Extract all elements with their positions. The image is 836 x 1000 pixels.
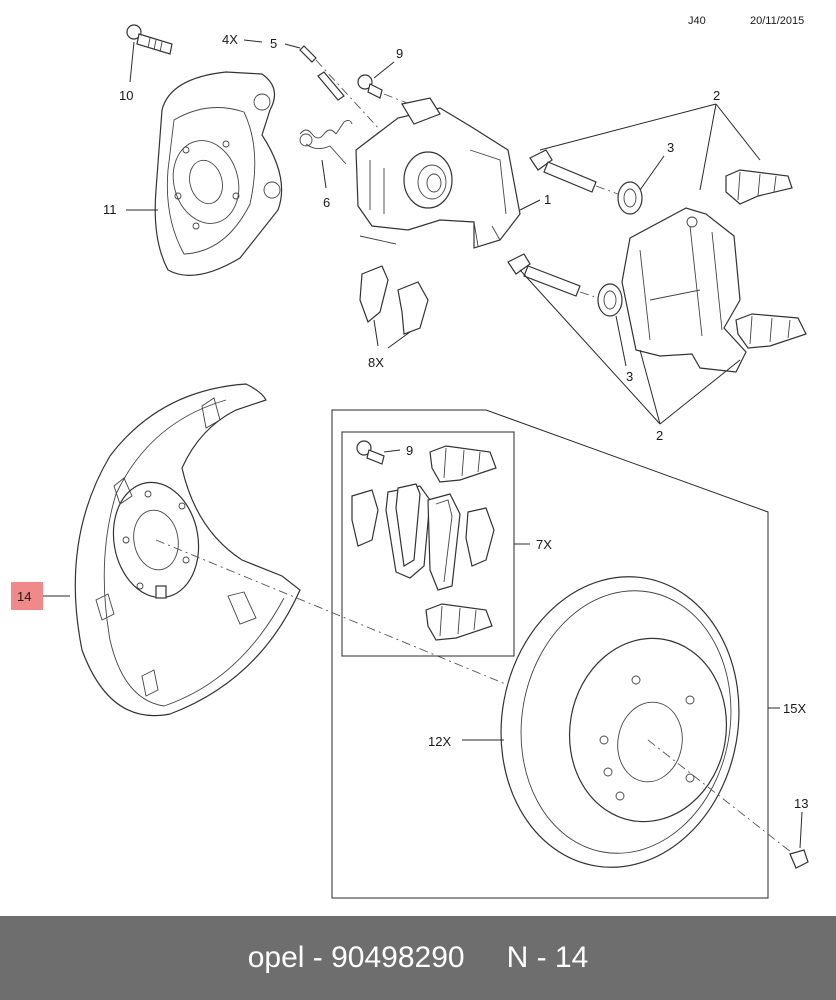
part-kit-clips-lower xyxy=(425,603,493,641)
part-guide-pin-upper xyxy=(529,149,597,193)
part-11-backing-plate xyxy=(154,71,283,276)
part-carrier-bracket xyxy=(621,207,747,373)
part-kit-brake-pads xyxy=(385,483,461,591)
callout-3-bottom: 3 xyxy=(626,369,633,384)
diagram-code: J40 xyxy=(688,15,706,27)
callout-4x: 4X xyxy=(222,32,238,47)
part-14-dust-shield xyxy=(74,383,301,717)
diagram-date: 20/11/2015 xyxy=(750,15,804,27)
part-2-pad-clips-upper xyxy=(725,169,793,205)
part-12x-brake-disc xyxy=(500,576,740,868)
part-guide-pin-lower xyxy=(507,253,581,297)
part-1-caliper xyxy=(355,97,521,249)
callout-10: 10 xyxy=(119,88,133,103)
callout-8x: 8X xyxy=(368,355,384,370)
part-kit-anti-rattle-clips xyxy=(351,489,495,567)
callout-1: 1 xyxy=(544,192,551,207)
part-10-bolt xyxy=(126,24,173,55)
callout-14-highlight xyxy=(11,582,43,610)
part-9-bolt xyxy=(357,74,383,99)
callout-15x: 15X xyxy=(783,701,806,716)
callout-6: 6 xyxy=(323,195,330,210)
part-kit-clips-upper xyxy=(429,445,497,483)
part-13-screw xyxy=(789,849,809,869)
part-8x-clips xyxy=(359,265,429,335)
callout-7x: 7X xyxy=(536,537,552,552)
callout-2-bottom: 2 xyxy=(656,428,663,443)
callout-3-top: 3 xyxy=(667,140,674,155)
kit-15x-frame xyxy=(331,409,769,899)
callout-9-top: 9 xyxy=(396,46,403,61)
brake-exploded-diagram: J40 20/11/2015 xyxy=(11,15,809,899)
part-6-spring xyxy=(299,119,353,165)
callout-2-top: 2 xyxy=(713,88,720,103)
callout-13: 13 xyxy=(794,796,808,811)
footer-brand: opel xyxy=(247,941,305,974)
part-3-bush-lower xyxy=(597,283,623,317)
part-9-bolt-kit xyxy=(356,440,385,465)
part-2-pad-clips-lower xyxy=(735,313,807,349)
footer-separator: - xyxy=(304,941,332,974)
part-5-bleed-screw xyxy=(299,45,345,101)
callout-9-kit: 9 xyxy=(406,443,413,458)
footer-bar: opel - 90498290 N - 14 xyxy=(0,916,836,1000)
callout-11: 11 xyxy=(103,202,117,217)
callout-12x: 12X xyxy=(428,734,451,749)
callout-5: 5 xyxy=(270,36,277,51)
callout-14: 14 xyxy=(17,589,31,604)
footer-part-number: 90498290 xyxy=(331,941,465,974)
part-3-bush-upper xyxy=(617,181,643,215)
footer-ref: N - 14 xyxy=(506,941,589,974)
